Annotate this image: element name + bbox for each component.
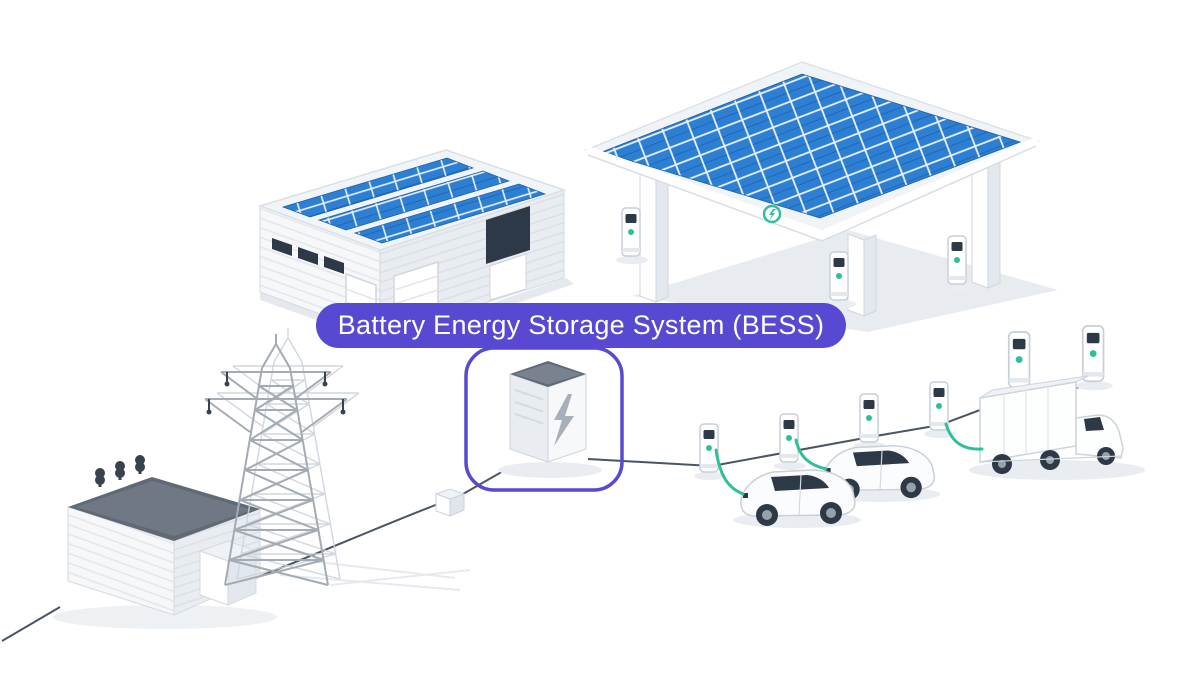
electric-truck <box>969 375 1145 480</box>
lightning-bolt-icon <box>554 394 574 446</box>
insulator-bushings <box>95 455 145 487</box>
junction-box <box>434 488 466 517</box>
bess-label-text: Battery Energy Storage System (BESS) <box>337 310 825 340</box>
truck-windshield <box>1084 417 1104 431</box>
ev-charger-post <box>773 413 807 471</box>
ev-car-front <box>733 469 861 528</box>
bess-cabinet <box>498 361 602 478</box>
bess-highlight-frame[interactable] <box>464 346 624 492</box>
charging-cables <box>714 422 984 496</box>
charging-logo-icon <box>762 204 782 224</box>
truck-charger-post <box>1075 325 1114 392</box>
warehouse-dark-window <box>486 206 530 264</box>
canopy-solar-array <box>600 73 1022 219</box>
warehouse-side-door <box>489 253 527 301</box>
bess-label-badge: Battery Energy Storage System (BESS) <box>316 303 846 348</box>
canopy-pillar <box>639 149 1001 317</box>
warehouse-solar-building <box>257 149 567 337</box>
transmission-tower <box>204 328 360 586</box>
warehouse-windows <box>272 238 344 274</box>
solar-carport-canopy <box>583 61 1041 317</box>
ev-charger-post <box>853 393 887 451</box>
rooftop-solar-array <box>281 157 547 244</box>
ev-charger-post <box>923 381 957 439</box>
